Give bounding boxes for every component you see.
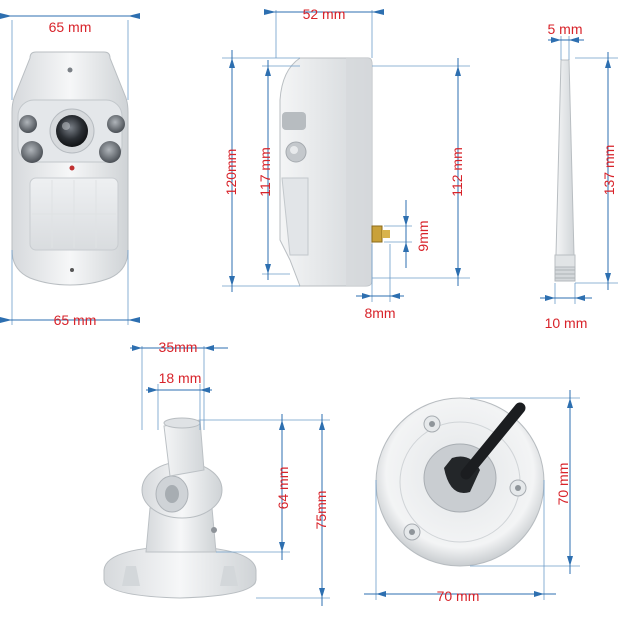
bracket-stem-width-label: 18 mm — [159, 370, 202, 386]
base-diameter-v-label: 70 mm — [555, 463, 571, 506]
side-height-outer-label: 120mm — [223, 149, 239, 196]
antenna-view: 5 mm 137 mm 10 mm — [540, 21, 618, 331]
front-top-width-label: 65 mm — [49, 19, 92, 35]
bracket-total-height-label: 75mm — [313, 491, 329, 530]
base-diameter-h-label: 70 mm — [437, 588, 480, 604]
camera-side-view: 52 mm 120mm 117 mm 112 mm 9mm 8mm — [222, 6, 470, 321]
connector-height-label: 9mm — [415, 220, 431, 251]
bracket-side-view: 35mm 18 mm 64 mm 75mm — [103, 339, 330, 606]
side-height-rear-label: 112 mm — [449, 147, 465, 197]
front-bottom-width-label: 65 mm — [54, 312, 97, 328]
antenna-length-label: 137 mm — [601, 145, 617, 196]
bracket-base-view: 70 mm 70 mm — [364, 390, 580, 604]
antenna-top-width-label: 5 mm — [548, 21, 583, 37]
bracket-joint-height-label: 64 mm — [275, 467, 291, 510]
side-height-inner-label: 117 mm — [257, 147, 273, 197]
antenna-base-width-label: 10 mm — [545, 315, 588, 331]
camera-front-view: 65 mm 65 mm — [0, 13, 140, 328]
connector-depth-label: 8mm — [364, 305, 395, 321]
bracket-base-width-label: 35mm — [159, 339, 198, 355]
side-depth-label: 52 mm — [303, 6, 346, 22]
